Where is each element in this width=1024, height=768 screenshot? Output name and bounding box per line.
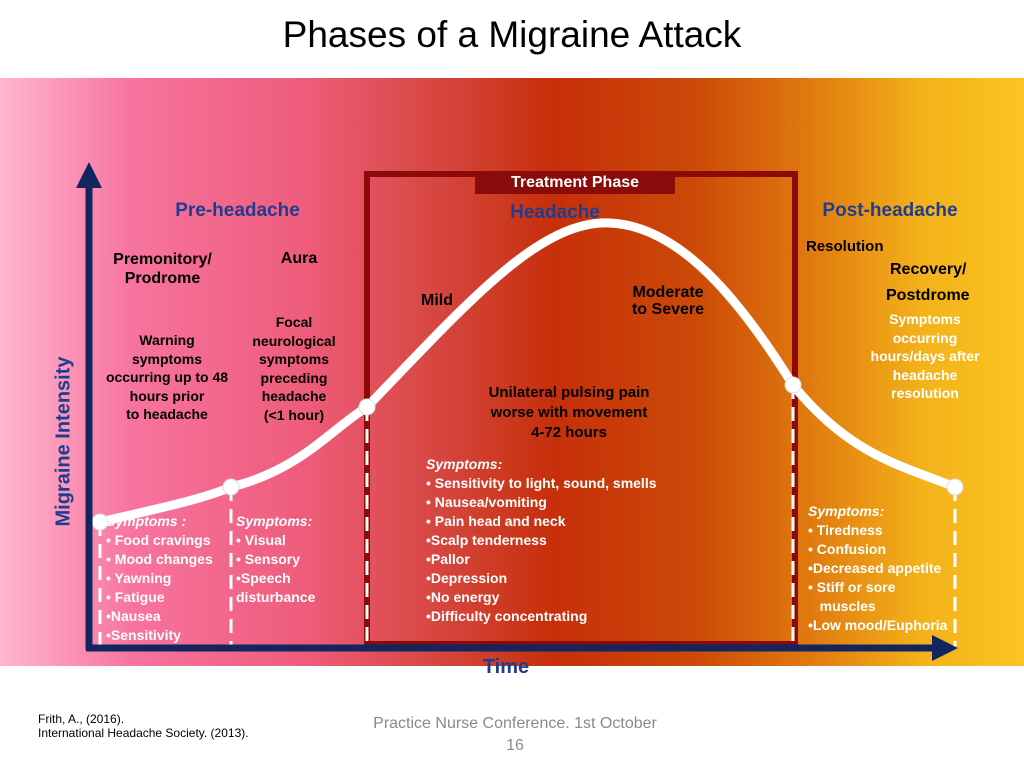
symptom-item: •Scalp tenderness bbox=[426, 532, 547, 548]
symptom-item: •Sensitivity bbox=[106, 627, 181, 643]
post-description: Symptoms occurring hours/days after head… bbox=[855, 310, 995, 403]
symptoms-heading: Symptoms: bbox=[426, 456, 503, 472]
symptom-item: • Yawning bbox=[106, 570, 172, 586]
x-axis-label: Time bbox=[482, 656, 530, 678]
post-desc-line: headache bbox=[892, 366, 958, 383]
symptom-item: • Tiredness bbox=[808, 522, 883, 538]
phase-headache: Headache bbox=[510, 202, 600, 223]
premonitory-desc-line: Warning bbox=[139, 332, 195, 348]
moderate-line: Moderate bbox=[632, 284, 704, 301]
aura-desc-line: Focal bbox=[275, 314, 313, 330]
symptom-item: disturbance bbox=[236, 589, 316, 605]
resolution-label: Resolution bbox=[806, 238, 884, 255]
aura-desc-line: (<1 hour) bbox=[263, 406, 325, 423]
headache-moderate-label: Moderate to Severe bbox=[610, 284, 726, 318]
recovery-line: Postdrome bbox=[886, 287, 970, 304]
symptom-item: •No energy bbox=[426, 589, 500, 605]
symptom-item: • Fatigue bbox=[106, 589, 165, 605]
post-desc-line: hours/days after bbox=[870, 348, 980, 364]
symptom-item: •Low mood/Euphoria bbox=[808, 617, 948, 633]
premonitory-description: Warning symptoms occurring up to 48 hour… bbox=[92, 331, 242, 424]
headache-mild-label: Mild bbox=[421, 292, 453, 309]
symptom-item: •Nausea bbox=[106, 608, 161, 624]
symptom-item: • Food cravings bbox=[106, 532, 211, 548]
reference-item: International Headache Society. (2013). bbox=[38, 726, 249, 740]
reference-item: Frith, A., (2016). bbox=[38, 712, 125, 726]
post-desc-line: occurring bbox=[892, 329, 958, 346]
conference-text: Practice Nurse Conference. 1st October bbox=[373, 715, 657, 732]
post-desc-line: resolution bbox=[891, 385, 959, 401]
aura-desc-line: headache bbox=[261, 388, 327, 404]
premonitory-desc-line: to headache bbox=[126, 406, 208, 422]
symptom-item: •Speech bbox=[236, 570, 291, 586]
symptom-item: •Difficulty concentrating bbox=[426, 608, 588, 624]
symptom-item: muscles bbox=[808, 598, 876, 614]
node-resolution bbox=[784, 376, 802, 394]
node-postdrome bbox=[946, 478, 964, 496]
node-headache bbox=[358, 398, 376, 416]
premonitory-title-line: Premonitory/ bbox=[113, 251, 212, 268]
symptom-item: •Decreased appetite bbox=[808, 560, 942, 576]
headache-description: Unilateral pulsing pain worse with movem… bbox=[450, 383, 688, 443]
symptom-item: • Nausea/vomiting bbox=[426, 494, 547, 510]
aura-title: Aura bbox=[280, 250, 318, 267]
phase-pre-headache: Pre-headache bbox=[175, 200, 300, 221]
treatment-phase-label: Treatment Phase bbox=[510, 174, 640, 191]
symptom-item: •Depression bbox=[426, 570, 508, 586]
y-axis-arrowhead bbox=[76, 162, 102, 188]
aura-desc-line: symptoms bbox=[258, 351, 330, 367]
symptom-item: • Pain head and neck bbox=[426, 513, 566, 529]
headache-desc-line: Unilateral pulsing pain bbox=[488, 384, 650, 401]
aura-desc-line: neurological bbox=[252, 332, 336, 349]
symptom-item: • Visual bbox=[236, 532, 286, 548]
x-axis-arrowhead bbox=[932, 635, 958, 661]
post-desc-line: Symptoms bbox=[889, 311, 961, 327]
premonitory-title-line: Prodrome bbox=[124, 270, 201, 287]
recovery-postdrome-label: Recovery/ Postdrome bbox=[886, 257, 996, 309]
premonitory-desc-line: occurring up to 48 bbox=[105, 369, 229, 385]
symptom-item: •Pallor bbox=[426, 551, 470, 567]
premonitory-desc-line: symptoms bbox=[131, 350, 203, 367]
symptom-item: • Sensitivity to light, sound, smells bbox=[426, 475, 657, 491]
node-aura bbox=[222, 478, 240, 496]
aura-symptoms: Symptoms: • Visual • Sensory •Speech dis… bbox=[236, 512, 315, 607]
symptoms-heading: Symptoms: bbox=[808, 503, 885, 519]
references: Frith, A., (2016). International Headach… bbox=[38, 712, 249, 740]
moderate-line: to Severe bbox=[631, 301, 705, 318]
symptom-item: • Confusion bbox=[808, 541, 886, 557]
headache-desc-line: worse with movement bbox=[490, 404, 648, 421]
recovery-line: Recovery/ bbox=[890, 261, 967, 278]
slide-title: Phases of a Migraine Attack bbox=[282, 14, 742, 55]
post-symptoms: Symptoms: • Tiredness • Confusion •Decre… bbox=[808, 502, 947, 635]
y-axis-label: Migraine Intensity bbox=[52, 356, 75, 527]
page-number: 16 bbox=[506, 737, 524, 754]
symptom-item: • Stiff or sore bbox=[808, 579, 896, 595]
premonitory-desc-line: hours prior bbox=[129, 387, 205, 404]
symptom-item: • Mood changes bbox=[106, 551, 213, 567]
premonitory-title: Premonitory/ Prodrome bbox=[90, 250, 235, 288]
headache-symptoms: Symptoms: • Sensitivity to light, sound,… bbox=[426, 455, 657, 626]
aura-desc-line: preceding bbox=[260, 369, 328, 386]
premonitory-symptoms: Symptoms : • Food cravings • Mood change… bbox=[106, 512, 213, 645]
symptoms-heading: Symptoms: bbox=[236, 513, 313, 529]
treatment-phase-tab bbox=[475, 172, 675, 194]
phase-post-headache: Post-headache bbox=[822, 200, 958, 221]
aura-description: Focal neurological symptoms preceding he… bbox=[244, 313, 344, 424]
footer-conference: Practice Nurse Conference. 1st October 1… bbox=[340, 713, 690, 757]
symptoms-heading: Symptoms : bbox=[106, 513, 187, 529]
symptom-item: • Sensory bbox=[236, 551, 301, 567]
headache-desc-line: 4-72 hours bbox=[531, 424, 607, 441]
